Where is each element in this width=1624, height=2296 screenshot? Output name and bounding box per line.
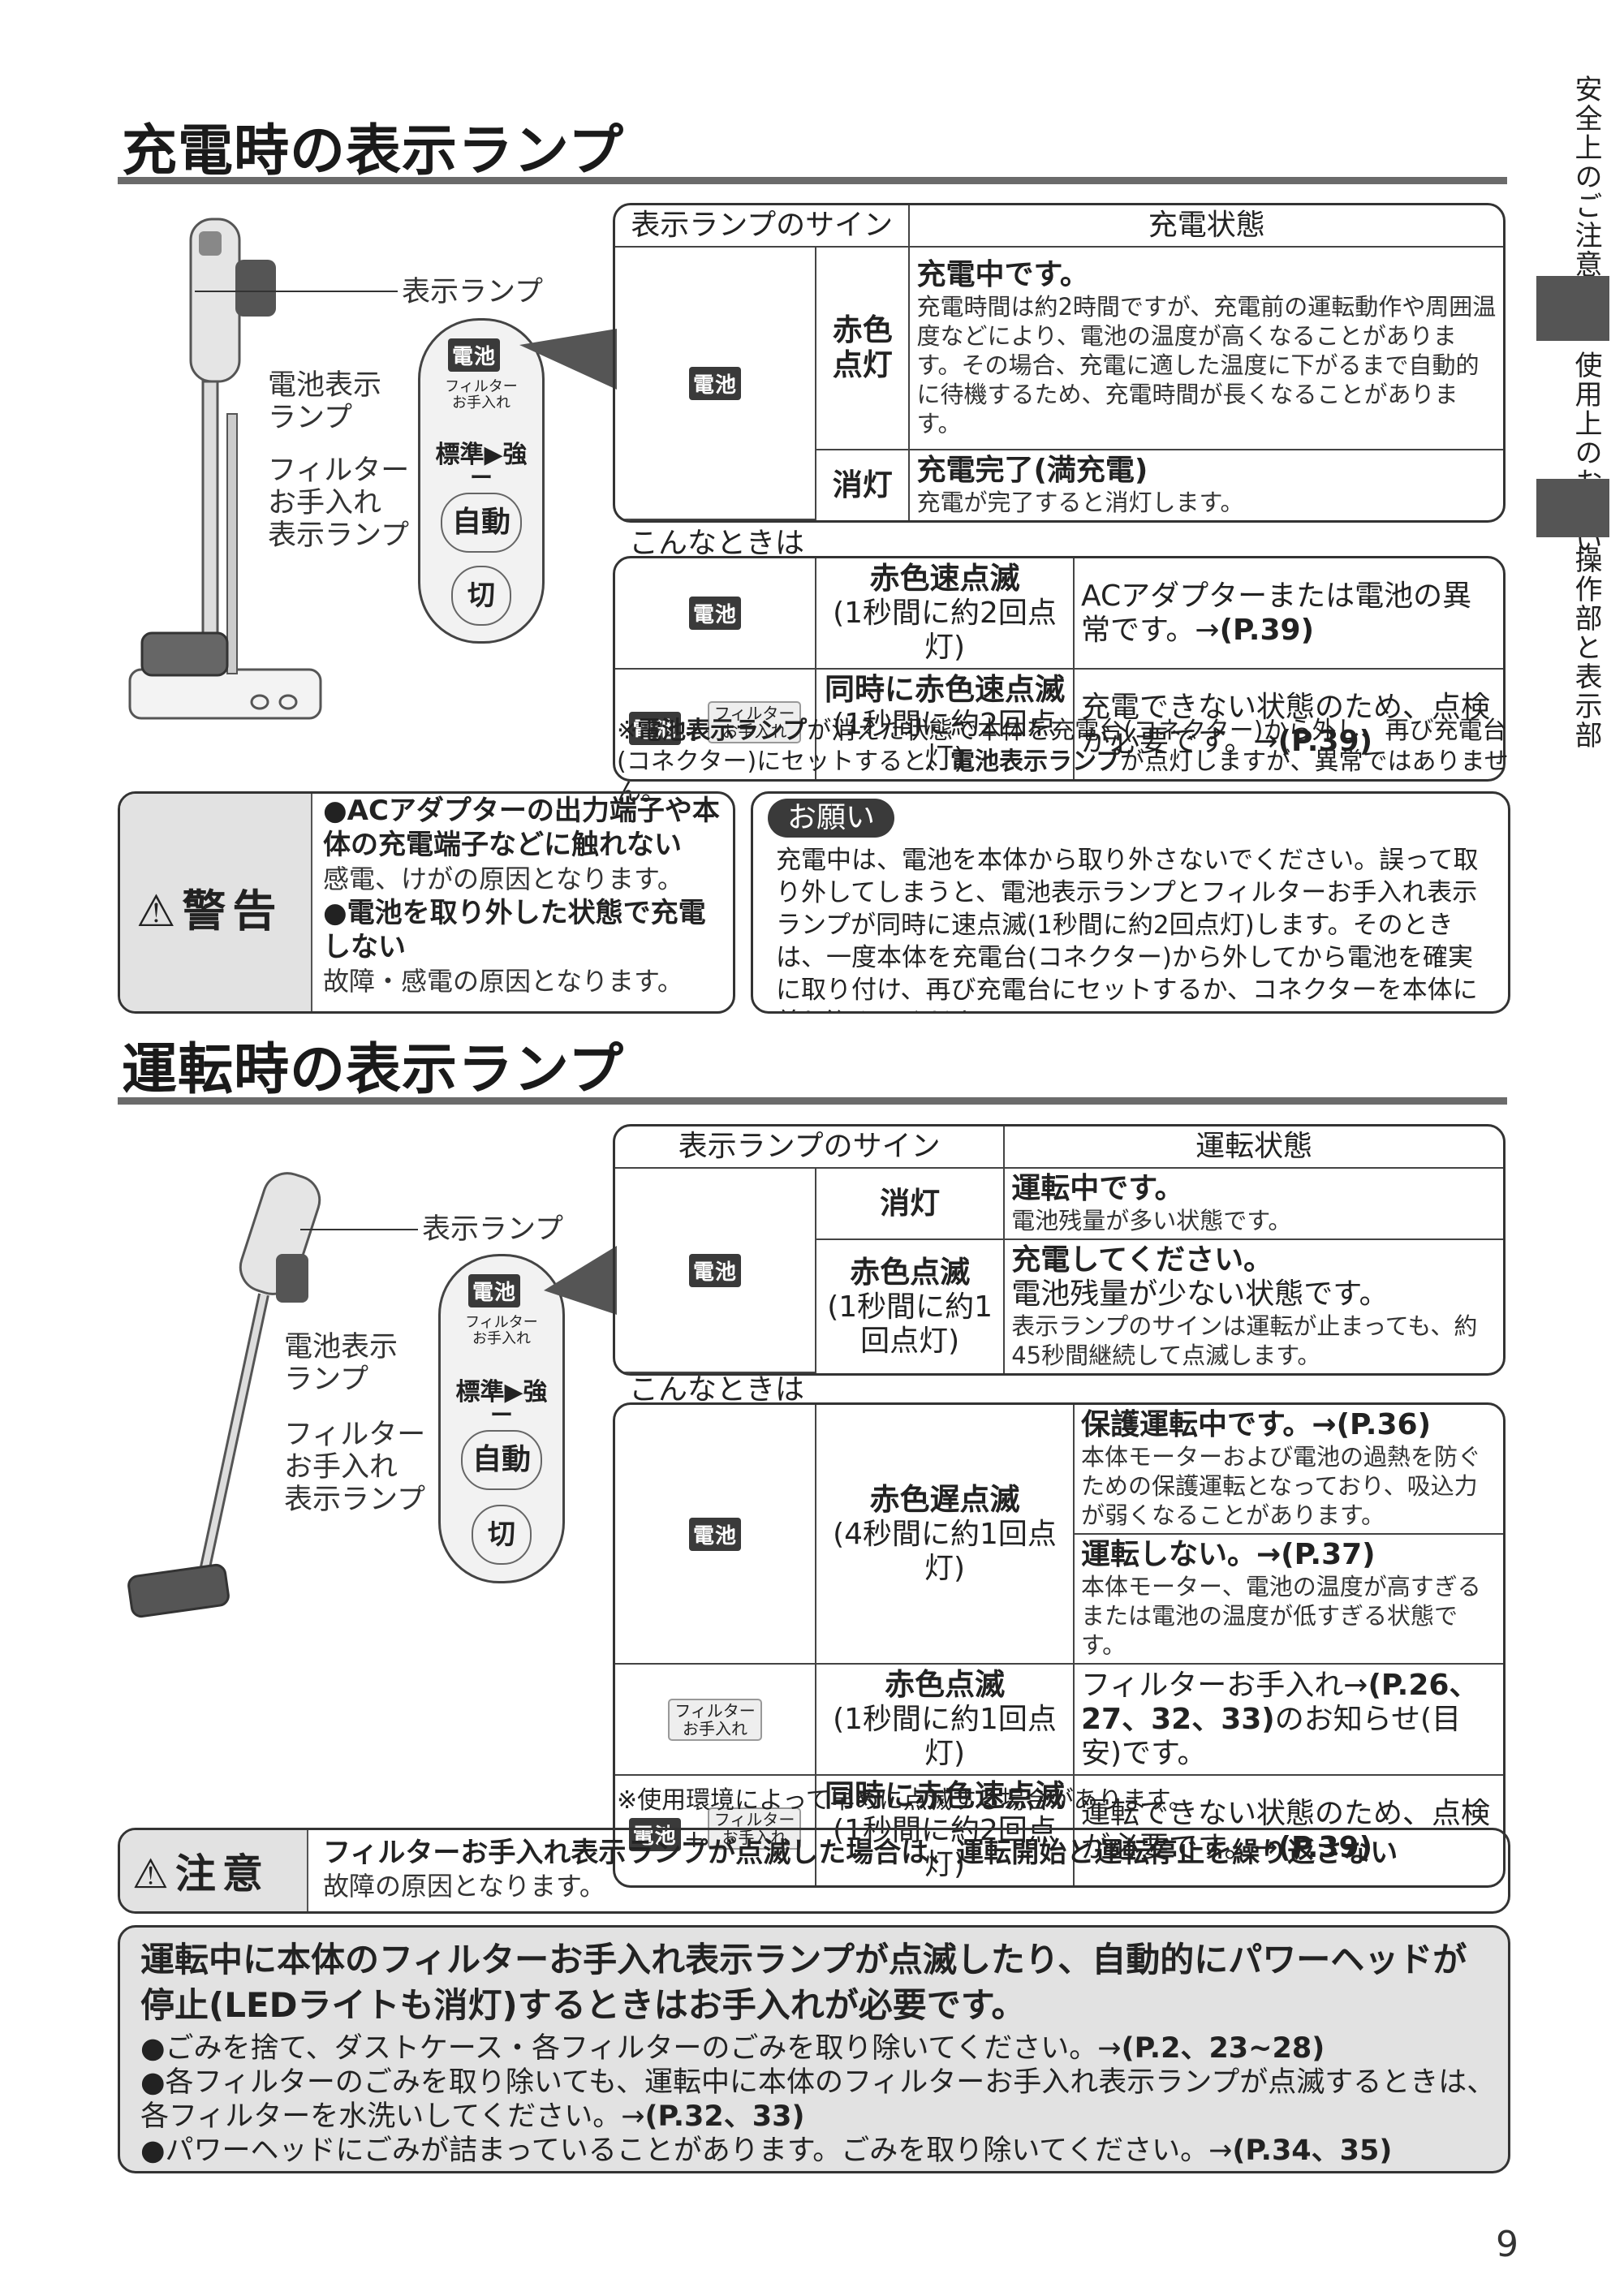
maintenance-title: 運転中に本体のフィルターお手入れ表示ランプが点滅したり、自動的にパワーヘッドが停… (140, 1940, 1467, 2025)
charging-sub2-sign: 電池+フィルター お手入れ (615, 670, 816, 779)
maintenance-ref-2[interactable]: (P.32、33) (644, 2100, 805, 2133)
op-sub3-ref-link[interactable]: (P.39) (1277, 1830, 1373, 1864)
op-sub1-state-b: 運転しない。→(P.37)本体モーター、電池の温度が高すぎるまたは電池の温度が低… (1075, 1535, 1503, 1665)
operating-table-header-state: 運転状態 (1005, 1126, 1503, 1169)
sidebar-tab-safety: 安全上のご注意 (1570, 75, 1602, 279)
operating-rule (118, 1097, 1507, 1105)
charging-control-panel: 電池 フィルター お手入れ 標準▶強 ー 自動 切 (418, 318, 545, 644)
caution-icon: ⚠ (132, 1850, 175, 1898)
op-sub2-ref-link[interactable]: (P.26、27、32、33) (1081, 1668, 1479, 1736)
warning-label: ⚠警告 (136, 885, 283, 937)
charging-vacuum-illustration (128, 218, 322, 720)
charging-row1-state: 充電中です。充電時間は約2時間ですが、充電前の運転動作や周囲温度などにより、電池… (910, 248, 1503, 450)
charging-pointer (519, 329, 617, 390)
warning-content: ●ACアダプターの出力端子や本体の充電端子などに触れない 感電、けがの原因となり… (323, 795, 720, 997)
panel-off-button[interactable]: 切 (451, 566, 511, 626)
operating-row1-cond: 消灯 (816, 1169, 1006, 1240)
charging-row2-state: 充電完了(満充電)充電が完了すると消灯します。 (916, 454, 1244, 516)
op-panel-filter-lamp: フィルター お手入れ (465, 1314, 538, 1347)
panel-mode-bar: ー (469, 464, 493, 491)
op-sub3-state: 運転できない状態のため、点検が必要です。→(P.39) (1081, 1796, 1491, 1864)
charging-sub2-ref-link[interactable]: (P.39) (1277, 724, 1373, 758)
request-text: 充電中は、電池を本体から取り外さないでください。誤って取り外してしまうと、電池表… (776, 846, 1479, 1011)
charging-subheader: こんなときは (629, 527, 805, 560)
op-panel-mode-button[interactable]: 標準▶強 (455, 1378, 548, 1406)
op-panel-off-button[interactable]: 切 (472, 1505, 532, 1565)
warning-label-cell (120, 794, 312, 1011)
panel-filter-lamp: フィルター お手入れ (445, 378, 518, 411)
charging-sub1-state: ACアダプターまたは電池の異常です。→(P.39) (1075, 558, 1503, 670)
request-label: お願い (768, 799, 895, 838)
operating-label-filter-lamp: フィルター お手入れ 表示ランプ (284, 1419, 426, 1516)
panel-auto-button[interactable]: 自動 (441, 493, 522, 553)
operating-subtable: 電池 赤色遅点滅(4秒間に約1回点灯) 保護運転中です。→(P.36)本体モータ… (613, 1402, 1506, 1888)
charging-subtable: 電池 赤色速点滅(1秒間に約2回点灯) ACアダプターまたは電池の異常です。→(… (613, 556, 1506, 782)
op-panel-auto-button[interactable]: 自動 (461, 1430, 542, 1490)
warning-box: ⚠警告 ●ACアダプターの出力端子や本体の充電端子などに触れない 感電、けがの原… (118, 791, 735, 1014)
charging-sub2-cond: 同時に赤色速点滅(1秒間に約2回点灯) (816, 670, 1075, 779)
caution-content: フィルターお手入れ表示ランプが点滅した場合は、運転開始と運転停止を繰り返さない … (323, 1837, 1398, 1902)
op-sub2-cond: 赤色点滅(1秒間に約1回点灯) (816, 1665, 1075, 1776)
operating-subheader: こんなときは (629, 1373, 805, 1406)
operating-label-battery-lamp: 電池表示 ランプ (284, 1331, 398, 1396)
maintenance-item-3: ●パワーヘッドにごみが詰まっていることがあります。ごみを取り除いてください。→(… (140, 2134, 1393, 2167)
charging-label-filter-lamp: フィルター お手入れ 表示ランプ (268, 454, 410, 552)
charging-leader-lamp (195, 291, 398, 292)
maintenance-ref-1[interactable]: (P.2、23~28) (1121, 2032, 1325, 2065)
operating-table-header-sign: 表示ランプのサイン (615, 1126, 1006, 1169)
operating-row2-state: 充電してください。電池残量が少ない状態です。表示ランプのサインは運転が止まっても… (1011, 1243, 1478, 1369)
maintenance-item-2: ●各フィルターのごみを取り除いても、運転中に本体のフィルターお手入れ表示ランプが… (140, 2066, 1496, 2133)
op-panel-mode-bar: ー (489, 1402, 513, 1428)
caution-box: ⚠注意 フィルターお手入れ表示ランプが点滅した場合は、運転開始と運転停止を繰り返… (118, 1828, 1510, 1914)
operating-control-panel: 電池 フィルター お手入れ 標準▶強 ー 自動 切 (438, 1254, 565, 1583)
operating-label-lamp: 表示ランプ (422, 1213, 563, 1246)
charging-label-lamp: 表示ランプ (402, 276, 543, 308)
request-box: お願い 充電中は、電池を本体から取り外さないでください。誤って取り外してしまうと… (751, 791, 1510, 1014)
maintenance-item-1: ●ごみを捨て、ダストケース・各フィルターのごみを取り除いてください。→(P.2、… (140, 2032, 1325, 2065)
op-sub1-sign: 電池 (615, 1405, 816, 1665)
op-sub2-sign: フィルター お手入れ (615, 1665, 816, 1776)
charging-label-battery-lamp: 電池表示 ランプ (268, 369, 382, 434)
caution-label-cell (120, 1830, 308, 1911)
operating-footnote: ※使用環境によって早めに点滅する場合があります。 (617, 1786, 1193, 1815)
charging-title: 充電時の表示ランプ (122, 119, 624, 183)
op-sub3-cond: 同時に赤色速点滅(1秒間に約2回点灯) (816, 1776, 1075, 1885)
charging-rule (118, 177, 1507, 184)
charging-sub2-state: 充電できない状態のため、点検が必要です。→(P.39) (1081, 690, 1491, 758)
operating-leader-lamp (300, 1229, 418, 1230)
warning-icon: ⚠ (136, 885, 183, 937)
charging-row1-cond: 赤色点灯 (816, 248, 911, 450)
charging-sub1-cond: 赤色速点滅(1秒間に約2回点灯) (816, 558, 1075, 670)
operating-table: 表示ランプのサイン 運転状態 電池 消灯 運転中です。電池残量が多い状態です。 … (613, 1124, 1506, 1376)
charging-table-header-state: 充電状態 (910, 205, 1503, 248)
op-panel-battery-lamp: 電池 (468, 1274, 521, 1307)
charging-footnote: ※電池表示ランプが消えた状態で本体を充電台(コネクター)から外し、再び充電台(コ… (617, 717, 1509, 807)
caution-label: ⚠注意 (132, 1850, 269, 1898)
charging-sub1-ref-link[interactable]: (P.39) (1219, 613, 1315, 647)
panel-battery-lamp: 電池 (448, 338, 501, 372)
sidebar-tab-controls: 操作部と表示部 (1570, 545, 1602, 750)
operating-row-chip-cell: 電池 (615, 1169, 816, 1373)
charging-row2-cond: 消灯 (816, 450, 911, 520)
panel-mode-button[interactable]: 標準▶強 (435, 441, 528, 469)
sidebar-marker-2 (1536, 479, 1609, 537)
op-sub1-state-a: 保護運転中です。→(P.36)本体モーターおよび電池の過熱を防ぐための保護運転と… (1075, 1405, 1503, 1535)
op-sub1-cond: 赤色遅点滅(4秒間に約1回点灯) (816, 1405, 1075, 1665)
maintenance-box: 運転中に本体のフィルターお手入れ表示ランプが点滅したり、自動的にパワーヘッドが停… (118, 1925, 1510, 2173)
page-number: 9 (1496, 2224, 1518, 2265)
operating-row2-cond: 赤色点滅(1秒間に約1回点灯) (816, 1240, 1006, 1373)
sidebar-marker-1 (1536, 276, 1609, 341)
maintenance-ref-3[interactable]: (P.34、35) (1232, 2134, 1393, 2167)
operating-vacuum-illustration (127, 1172, 321, 1618)
charging-table-header-sign: 表示ランプのサイン (615, 205, 911, 248)
operating-row1-state: 運転中です。電池残量が多い状態です。 (1005, 1169, 1503, 1240)
operating-pointer (544, 1246, 617, 1315)
charging-table: 表示ランプのサイン 充電状態 電池 赤色点灯 充電中です。充電時間は約2時間です… (613, 203, 1506, 523)
charging-sub1-sign: 電池 (615, 558, 816, 670)
operating-title: 運転時の表示ランプ (122, 1038, 624, 1102)
op-sub2-state: フィルターお手入れ→(P.26、27、32、33)のお知らせ(目安)です。 (1075, 1665, 1503, 1776)
charging-row-chip-cell: 電池 (615, 248, 816, 520)
battery-chip: 電池 (688, 366, 741, 400)
